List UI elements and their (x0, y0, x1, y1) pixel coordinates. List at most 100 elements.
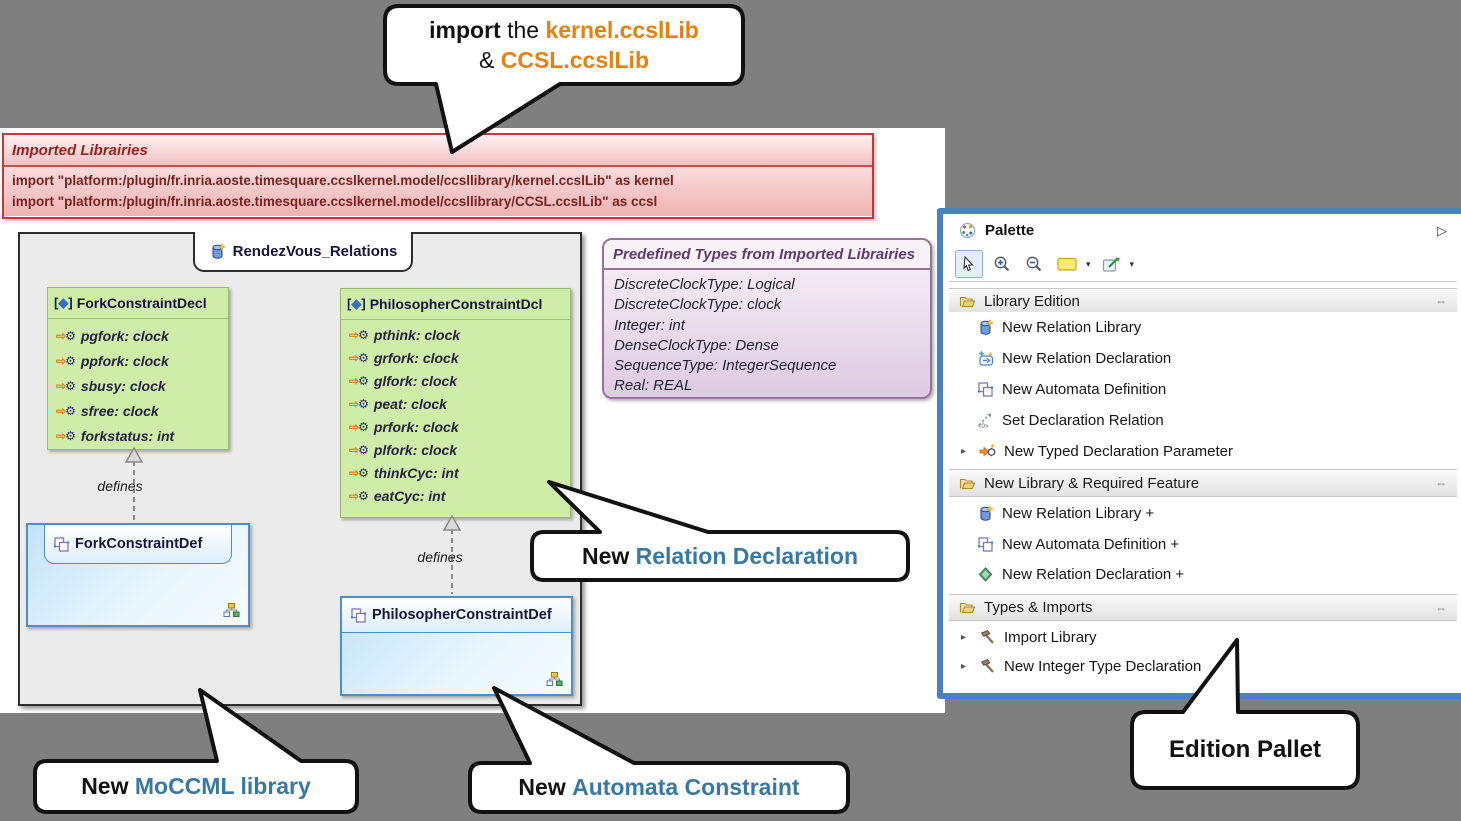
predefined-type: DiscreteClockType: clock (614, 296, 782, 314)
imported-libraries-header: Imported Librairies (4, 135, 872, 167)
predefined-type: Integer: int (614, 316, 685, 334)
palette-item-new-integer-type-declaration[interactable]: ▸ New Integer Type Declaration (949, 652, 1457, 681)
expand-arrow-icon[interactable]: ▸ (961, 446, 967, 457)
predefined-type: DenseClockType: Dense (614, 336, 779, 354)
palette-item-import-library[interactable]: ▸ Import Library (949, 623, 1457, 652)
attribute-row[interactable]: ⇨⚙grfork: clock (349, 349, 459, 366)
attribute-row[interactable]: ⇨⚙ppfork: clock (56, 352, 169, 369)
palette-item-new-relation-declaration-plus[interactable]: New Relation Declaration + (949, 560, 1457, 588)
relation-declaration-badge-icon: [◆] (54, 295, 73, 310)
parameter-icon: ⇨⚙ (349, 442, 369, 457)
parameter-icon: ⇨⚙ (56, 403, 76, 418)
parameter-icon: ⇨⚙ (349, 488, 369, 503)
zoom-out-icon (1026, 256, 1042, 272)
palette-panel: Palette ▷ ▾ (937, 208, 1461, 699)
zoom-in-icon (994, 256, 1010, 272)
parameter-icon: ⇨⚙ (349, 465, 369, 480)
relation-library-icon (980, 505, 994, 521)
philosopher-constraint-decl-title: PhilosopherConstraintDcl (369, 296, 543, 312)
fork-constraint-def-box[interactable]: ForkConstraintDef (26, 523, 250, 627)
attribute-row[interactable]: ⇨⚙thinkCyc: int (349, 464, 459, 481)
predefined-type: Real: REAL (614, 377, 693, 395)
import-statement: import "platform:/plugin/fr.inria.aoste.… (12, 194, 658, 209)
automata-definition-icon (977, 382, 994, 397)
imported-libraries-note[interactable]: Imported Librairies import "platform:/pl… (2, 133, 874, 219)
imported-libraries-title: Imported Librairies (12, 141, 148, 159)
library-cylinder-icon (212, 242, 226, 259)
attribute-row[interactable]: ⇨⚙sbusy: clock (56, 377, 166, 394)
palette-item-new-relation-library[interactable]: New Relation Library (949, 312, 1457, 343)
palette-section-types-imports[interactable]: Types & Imports ⇔ (949, 594, 1457, 621)
predefined-types-note[interactable]: Predefined Types from Imported Librairie… (602, 238, 932, 399)
automata-definition-icon (977, 537, 994, 552)
pin-dropdown-arrow-icon[interactable]: ▾ (1129, 258, 1135, 269)
fork-constraint-def-title: ForkConstraintDef (75, 536, 203, 552)
pin-note-tool-button[interactable] (1097, 251, 1127, 277)
subdiagram-tree-icon[interactable] (546, 671, 563, 688)
predefined-types-header: Predefined Types from Imported Librairie… (604, 240, 930, 270)
palette-item-set-declaration-relation[interactable]: <0> Set Declaration Relation (949, 405, 1457, 436)
attribute-row[interactable]: ⇨⚙pgfork: clock (56, 327, 169, 344)
folder-open-icon (959, 478, 976, 489)
frame-title: RendezVous_Relations (232, 242, 398, 260)
palette-item-new-automata-definition-plus[interactable]: New Automata Definition + (949, 529, 1457, 560)
select-tool-button[interactable] (955, 250, 983, 278)
attribute-row[interactable]: ⇨⚙forkstatus: int (56, 427, 175, 444)
attribute-row[interactable]: ⇨⚙prfork: clock (349, 418, 459, 435)
fork-constraint-decl-title: ForkConstraintDecl (76, 295, 207, 311)
philosopher-constraint-def-box[interactable]: PhilosopherConstraintDef (340, 596, 573, 696)
philosopher-constraint-decl-header: [◆] PhilosopherConstraintDcl (341, 289, 570, 320)
palette-item-new-relation-library-plus[interactable]: New Relation Library + (949, 498, 1457, 529)
parameter-icon: ⇨⚙ (56, 378, 76, 393)
palette-toolbar: ▾ ▾ (949, 247, 1457, 282)
hammer-icon (980, 658, 994, 673)
pin-note-icon (1102, 257, 1120, 272)
expand-arrow-icon[interactable]: ▸ (961, 632, 967, 643)
fork-constraint-decl-box[interactable]: [◆] ForkConstraintDecl ⇨⚙pgfork: clock ⇨… (47, 287, 229, 450)
imported-libraries-body: import "platform:/plugin/fr.inria.aoste.… (4, 167, 872, 216)
parameter-icon: ⇨⚙ (349, 396, 369, 411)
palette-collapse-arrow-icon[interactable]: ▷ (1437, 222, 1447, 238)
parameter-icon: ⇨⚙ (349, 419, 369, 434)
attribute-row[interactable]: ⇨⚙pthink: clock (349, 326, 461, 343)
green-diamond-icon (978, 566, 993, 582)
philosopher-constraint-decl-box[interactable]: [◆] PhilosopherConstraintDcl ⇨⚙pthink: c… (340, 288, 571, 518)
subdiagram-tree-icon[interactable] (223, 602, 240, 619)
note-dropdown-arrow-icon[interactable]: ▾ (1086, 258, 1091, 269)
new-moccml-library-callout: New MoCCML library (81, 773, 311, 799)
parameter-icon: ⇨⚙ (349, 350, 369, 365)
section-pin-icon[interactable]: ⇔ (1435, 294, 1447, 308)
section-pin-icon[interactable]: ⇔ (1435, 476, 1447, 490)
palette-item-new-automata-definition[interactable]: New Automata Definition (949, 374, 1457, 405)
new-relation-declaration-callout: New Relation Declaration (581, 542, 859, 569)
folder-open-icon (959, 296, 976, 307)
predefined-type: SequenceType: IntegerSequence (614, 357, 837, 375)
predefined-types-title: Predefined Types from Imported Librairie… (613, 245, 916, 263)
svg-text:<0>: <0> (978, 424, 989, 429)
palette-section-new-library-required-feature[interactable]: New Library & Required Feature ⇔ (949, 469, 1457, 497)
palette-section-library-edition[interactable]: Library Edition ⇔ (949, 288, 1457, 314)
import-statement: import "platform:/plugin/fr.inria.aoste.… (12, 173, 674, 188)
note-icon (1057, 257, 1077, 271)
attribute-row[interactable]: ⇨⚙glfork: clock (349, 372, 458, 389)
set-declaration-relation-icon: <0> (978, 413, 992, 429)
automata-definition-icon (53, 536, 70, 552)
palette-item-new-typed-declaration-parameter[interactable]: ▸ New Typed Declaration Parameter (949, 436, 1457, 467)
zoom-out-tool-button[interactable] (1021, 251, 1047, 277)
note-tool-button[interactable] (1053, 251, 1083, 277)
predefined-types-body: DiscreteClockType: Logical DiscreteClock… (604, 270, 930, 397)
palette-header[interactable]: Palette ▷ (949, 214, 1457, 248)
attribute-row[interactable]: ⇨⚙sfree: clock (56, 402, 159, 419)
relation-library-tab[interactable]: RendezVous_Relations (193, 232, 413, 272)
expand-arrow-icon[interactable]: ▸ (961, 661, 967, 672)
attribute-row[interactable]: ⇨⚙plfork: clock (349, 441, 458, 458)
zoom-in-tool-button[interactable] (989, 251, 1015, 277)
attribute-row[interactable]: ⇨⚙eatCyc: int (349, 487, 446, 504)
predefined-type: DiscreteClockType: Logical (614, 276, 795, 293)
parameter-icon: ⇨⚙ (349, 373, 369, 388)
section-pin-icon[interactable]: ⇔ (1435, 600, 1447, 615)
attribute-row[interactable]: ⇨⚙peat: clock (349, 395, 447, 412)
parameter-icon: ⇨⚙ (56, 428, 76, 443)
philosopher-constraint-def-title: PhilosopherConstraintDef (372, 607, 552, 623)
palette-item-new-relation-declaration[interactable]: New Relation Declaration (949, 343, 1457, 374)
